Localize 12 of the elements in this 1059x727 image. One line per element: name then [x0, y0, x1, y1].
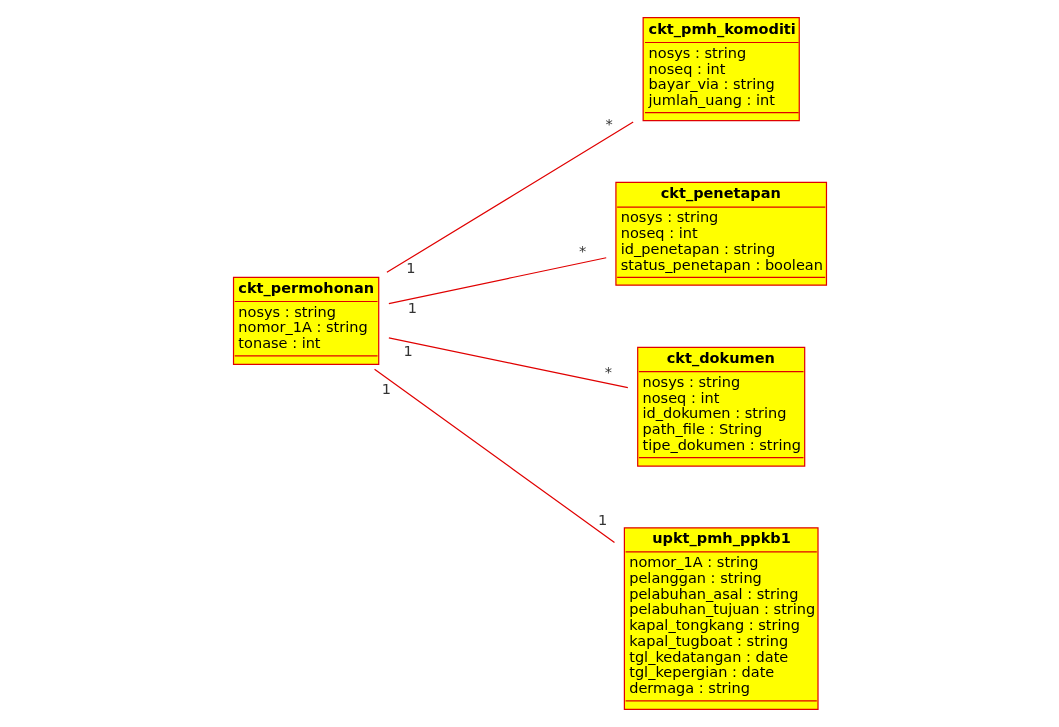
label: 1: [407, 299, 417, 316]
connector: [385, 121, 634, 273]
label: *: [578, 243, 586, 260]
label: *: [604, 363, 612, 380]
label: 1: [405, 260, 416, 277]
label: *: [605, 115, 613, 132]
connector: [387, 257, 607, 305]
label: 1: [403, 343, 413, 360]
connector: [373, 368, 615, 544]
label: 1: [381, 381, 391, 398]
connector: [387, 337, 628, 389]
label: 1: [597, 512, 607, 529]
